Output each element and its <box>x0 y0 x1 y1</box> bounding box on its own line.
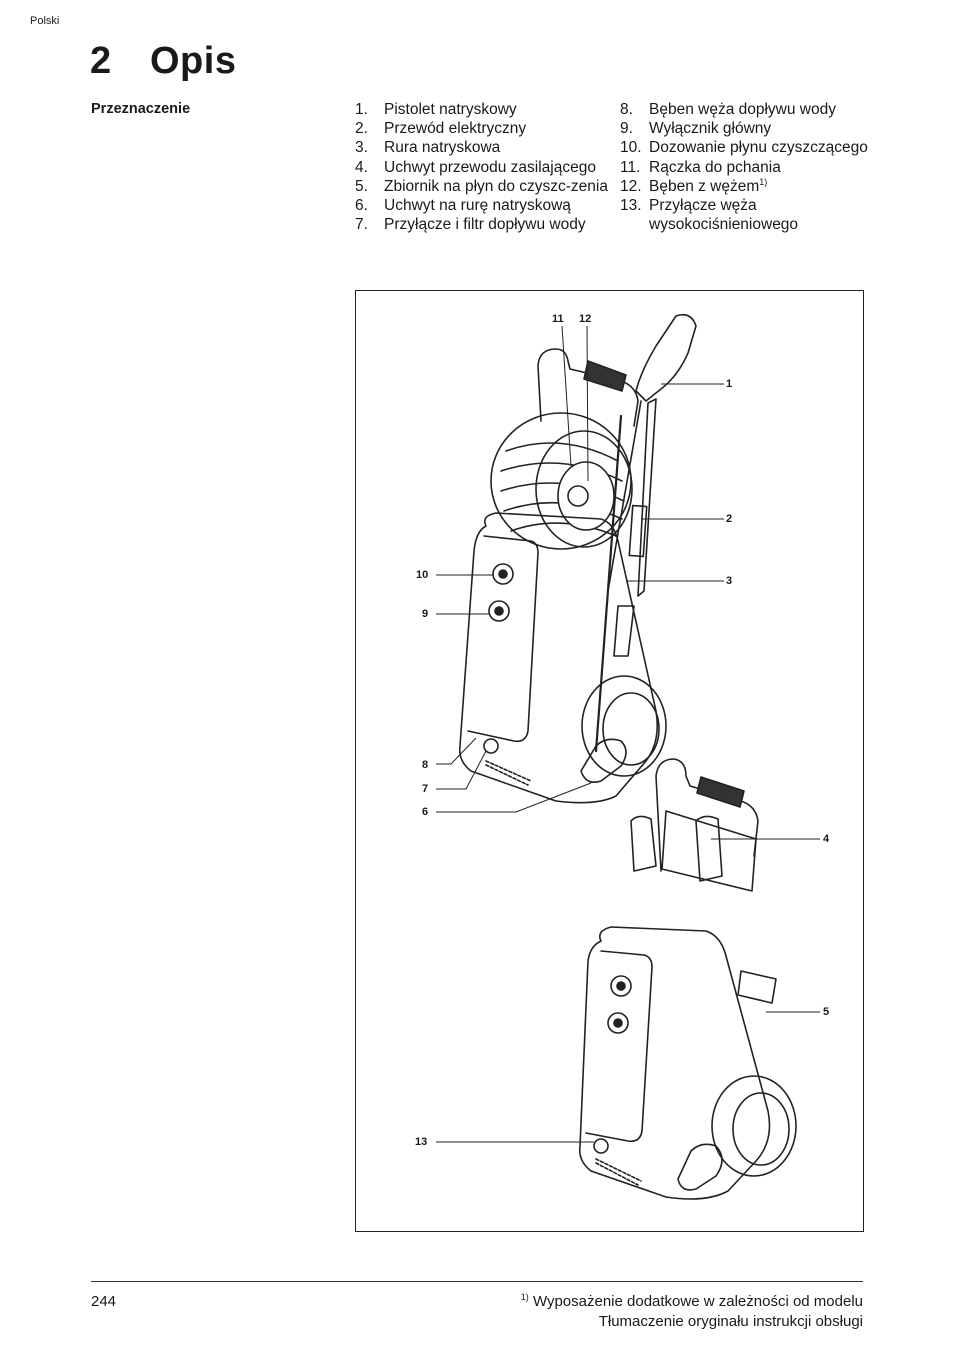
callout-3: 3 <box>726 575 732 587</box>
callout-9: 9 <box>422 608 428 620</box>
callout-2: 2 <box>726 513 732 525</box>
callout-8: 8 <box>422 759 428 771</box>
callout-7: 7 <box>422 783 428 795</box>
callout-5: 5 <box>823 1006 829 1018</box>
parts-list-left: 1.Pistolet natryskowy 2.Przewód elektryc… <box>355 100 615 234</box>
footer-divider <box>91 1281 863 1282</box>
chapter-heading: 2 Opis <box>90 40 236 83</box>
footnote-mark: 1) <box>520 1292 529 1302</box>
page-number: 244 <box>91 1293 117 1310</box>
list-item: 9.Wyłącznik główny <box>620 120 772 138</box>
list-item: 3.Rura natryskowa <box>355 139 501 157</box>
nozzle-shape <box>613 605 635 657</box>
list-item: 1.Pistolet natryskowy <box>355 101 517 118</box>
machine-illustration-figure: 11 12 1 2 3 10 9 8 7 6 4 5 13 <box>355 290 864 1232</box>
chapter-title: Opis <box>150 40 237 82</box>
pressure-washer-drawing: 11 12 1 2 3 10 9 8 7 6 4 5 13 <box>415 313 830 1200</box>
list-item: 8.Bęben węża dopływu wody <box>620 101 836 118</box>
callout-1: 1 <box>726 378 732 390</box>
language-label: Polski <box>30 15 60 27</box>
callout-13: 13 <box>415 1136 427 1148</box>
footnote: 1) Wyposażenie dodatkowe w zależności od… <box>520 1292 863 1311</box>
list-item: 5.Zbiornik na płyn do czyszc-zenia <box>355 177 608 195</box>
list-item: 11.Rączka do pchania <box>620 158 781 176</box>
footnote-superscript: 1) <box>759 176 768 187</box>
list-item: 12.Bęben z wężem1) <box>620 176 768 195</box>
callout-4: 4 <box>823 833 830 845</box>
callout-11: 11 <box>552 313 564 325</box>
list-item: 2.Przewód elektryczny <box>355 120 527 138</box>
push-handle-2-shape <box>655 758 759 872</box>
chapter-number: 2 <box>90 40 112 82</box>
machine-body-shape <box>458 512 659 804</box>
callout-6: 6 <box>422 806 428 818</box>
callout-10: 10 <box>416 569 428 581</box>
list-item: 6.Uchwyt na rurę natryskową <box>355 197 571 215</box>
list-item: 10.Dozowanie płynu czyszczącego <box>620 139 868 157</box>
callout-12: 12 <box>579 313 591 325</box>
cable-holder-shape <box>661 810 757 892</box>
parts-list-right: 8.Bęben węża dopływu wody 9.Wyłącznik gł… <box>620 100 870 234</box>
spray-gun-shape <box>635 313 697 402</box>
list-item: 13.Przyłącze węża wysokociśnieniowego <box>620 197 799 234</box>
machine-body-2-shape <box>578 926 771 1200</box>
wheel-shape <box>581 675 667 777</box>
main-switch-shape <box>488 600 510 622</box>
translation-note: Tłumaczenie oryginału instrukcji obsługi <box>598 1313 863 1330</box>
section-title: Przeznaczenie <box>91 101 191 117</box>
list-item: 4.Uchwyt przewodu zasilającego <box>355 158 596 176</box>
footnote-text: Wyposażenie dodatkowe w zależności od mo… <box>532 1293 863 1310</box>
list-item: 7.Przyłącze i filtr dopływu wody <box>355 216 586 234</box>
dosing-knob-shape <box>492 563 514 585</box>
push-handle-shape <box>537 348 639 427</box>
